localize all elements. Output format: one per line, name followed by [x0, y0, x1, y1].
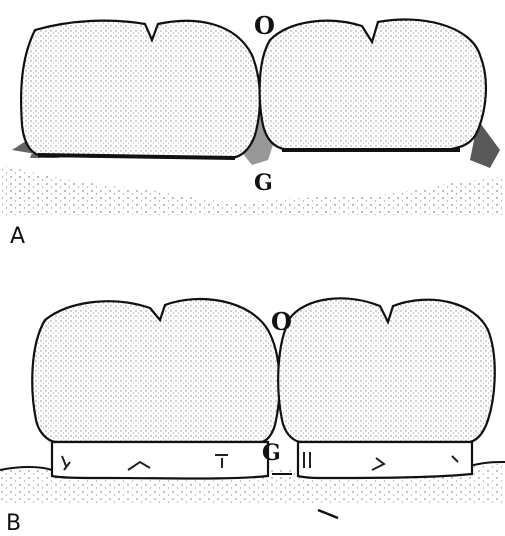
tooth-b-left-crown	[32, 299, 279, 442]
stray-mark-b	[318, 510, 338, 518]
gingival-label-a: G	[254, 170, 273, 196]
panel-label-a: A	[10, 224, 25, 249]
panel-label-b: B	[6, 511, 21, 536]
tooth-b-right-crown	[278, 298, 495, 442]
tooth-a-right	[260, 19, 486, 150]
occlusal-label-a: O	[254, 11, 275, 40]
panel-b: O G B	[0, 298, 505, 536]
tooth-a-left	[21, 21, 260, 158]
occlusal-label-b: O	[271, 307, 292, 336]
tooth-b-left-root	[52, 442, 268, 479]
gingival-label-b: G	[262, 440, 281, 466]
panel-a: O G A	[2, 11, 505, 249]
tooth-b-right-root	[298, 442, 472, 478]
